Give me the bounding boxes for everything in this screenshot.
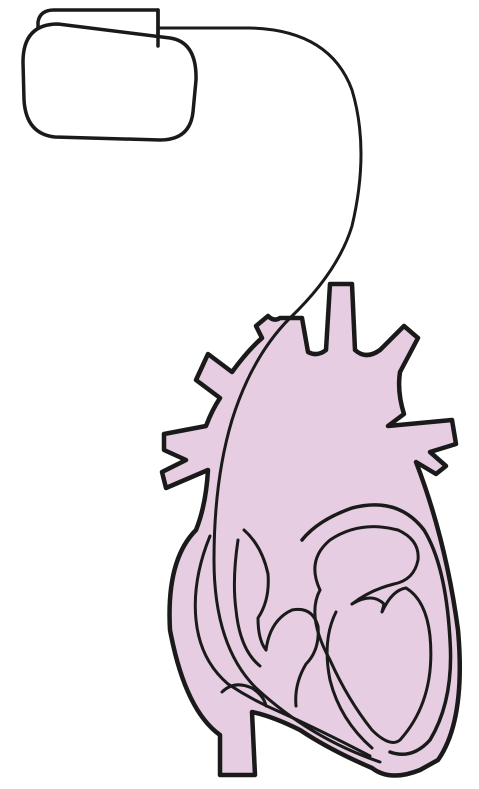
generator-body (23, 24, 196, 140)
heart-icon (162, 284, 460, 776)
